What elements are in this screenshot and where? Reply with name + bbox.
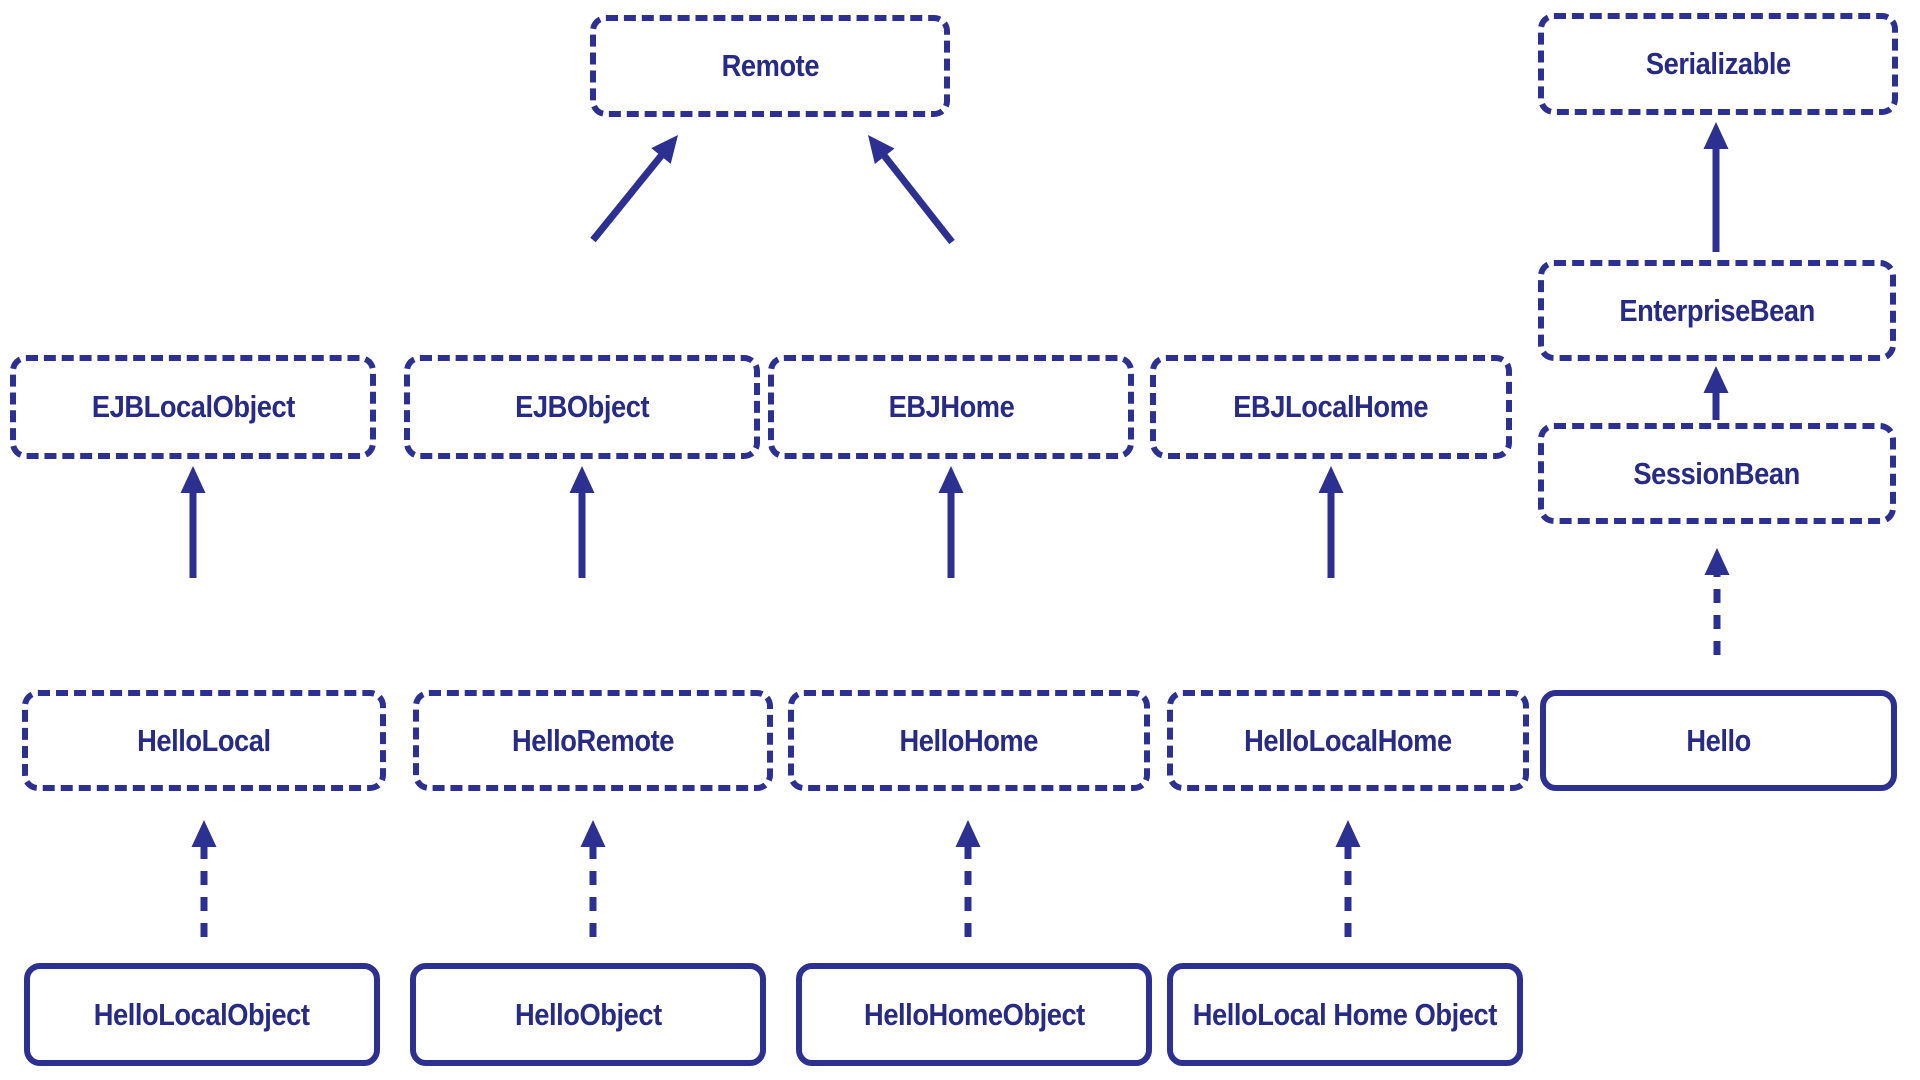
node-ejblocalobject: EJBLocalObject <box>10 355 376 459</box>
node-hellolocalobject: HelloLocalObject <box>24 963 380 1066</box>
edge-enterprisebean-to-serializable <box>1703 122 1729 252</box>
node-helloremote: HelloRemote <box>413 690 773 791</box>
node-hello: Hello <box>1540 690 1897 791</box>
edge-hellolocalhomeobject-to-hellolocalhome <box>1335 820 1361 937</box>
node-hellohome: HelloHome <box>788 690 1150 791</box>
edge-helloobject-to-helloremote <box>580 820 606 937</box>
edge-hellohome-to-ebjhome <box>938 466 964 578</box>
node-label-ejblocalobject: EJBLocalObject <box>91 389 295 424</box>
node-label-helloobject: HelloObject <box>514 996 662 1032</box>
node-label-enterprisebean: EnterpriseBean <box>1619 292 1815 328</box>
edge-hellolocalobject-to-hellolocal <box>191 820 217 937</box>
node-label-hellolocalhome: HelloLocalHome <box>1244 722 1452 758</box>
node-hellolocalhome: HelloLocalHome <box>1167 690 1529 791</box>
node-ebjhome: EBJHome <box>768 355 1134 459</box>
node-label-helloremote: HelloRemote <box>512 722 674 758</box>
edge-hellohomeobject-to-hellohome <box>955 820 981 937</box>
node-remote: Remote <box>590 15 950 117</box>
node-label-hello: Hello <box>1686 722 1751 758</box>
node-helloobject: HelloObject <box>410 963 766 1066</box>
node-label-serializable: Serializable <box>1645 46 1791 81</box>
edge-hello-to-sessionbean <box>1704 548 1730 655</box>
node-label-sessionbean: SessionBean <box>1633 455 1801 491</box>
node-label-remote: Remote <box>721 48 819 83</box>
node-ejbobject: EJBObject <box>404 355 760 459</box>
edge-ebjhome-to-remote <box>868 135 955 245</box>
node-sessionbean: SessionBean <box>1538 423 1896 524</box>
node-serializable: Serializable <box>1538 13 1898 115</box>
edge-sessionbean-to-enterprisebean <box>1703 366 1729 420</box>
node-hellolocalhomeobject: HelloLocal Home Object <box>1167 963 1523 1066</box>
edge-hellolocalhome-to-ebjlocalhome <box>1318 466 1344 578</box>
node-enterprisebean: EnterpriseBean <box>1538 260 1896 361</box>
node-label-ejbobject: EJBObject <box>514 389 650 424</box>
node-label-hellohome: HelloHome <box>899 722 1039 758</box>
node-hellohomeobject: HelloHomeObject <box>796 963 1152 1066</box>
node-label-ebjhome: EBJHome <box>888 389 1014 424</box>
node-label-hellolocalhomeobject: HelloLocal Home Object <box>1192 996 1498 1032</box>
edge-ejbobject-to-remote <box>590 135 678 243</box>
edge-hellolocal-to-ejblocalobject <box>180 466 206 578</box>
node-label-hellolocal: HelloLocal <box>137 722 271 758</box>
node-label-hellohomeobject: HelloHomeObject <box>863 996 1085 1032</box>
node-label-ebjlocalhome: EBJLocalHome <box>1233 389 1429 424</box>
node-label-hellolocalobject: HelloLocalObject <box>94 996 310 1032</box>
node-ebjlocalhome: EBJLocalHome <box>1150 355 1512 459</box>
edge-helloremote-to-ejbobject <box>569 466 595 578</box>
node-hellolocal: HelloLocal <box>22 690 386 791</box>
